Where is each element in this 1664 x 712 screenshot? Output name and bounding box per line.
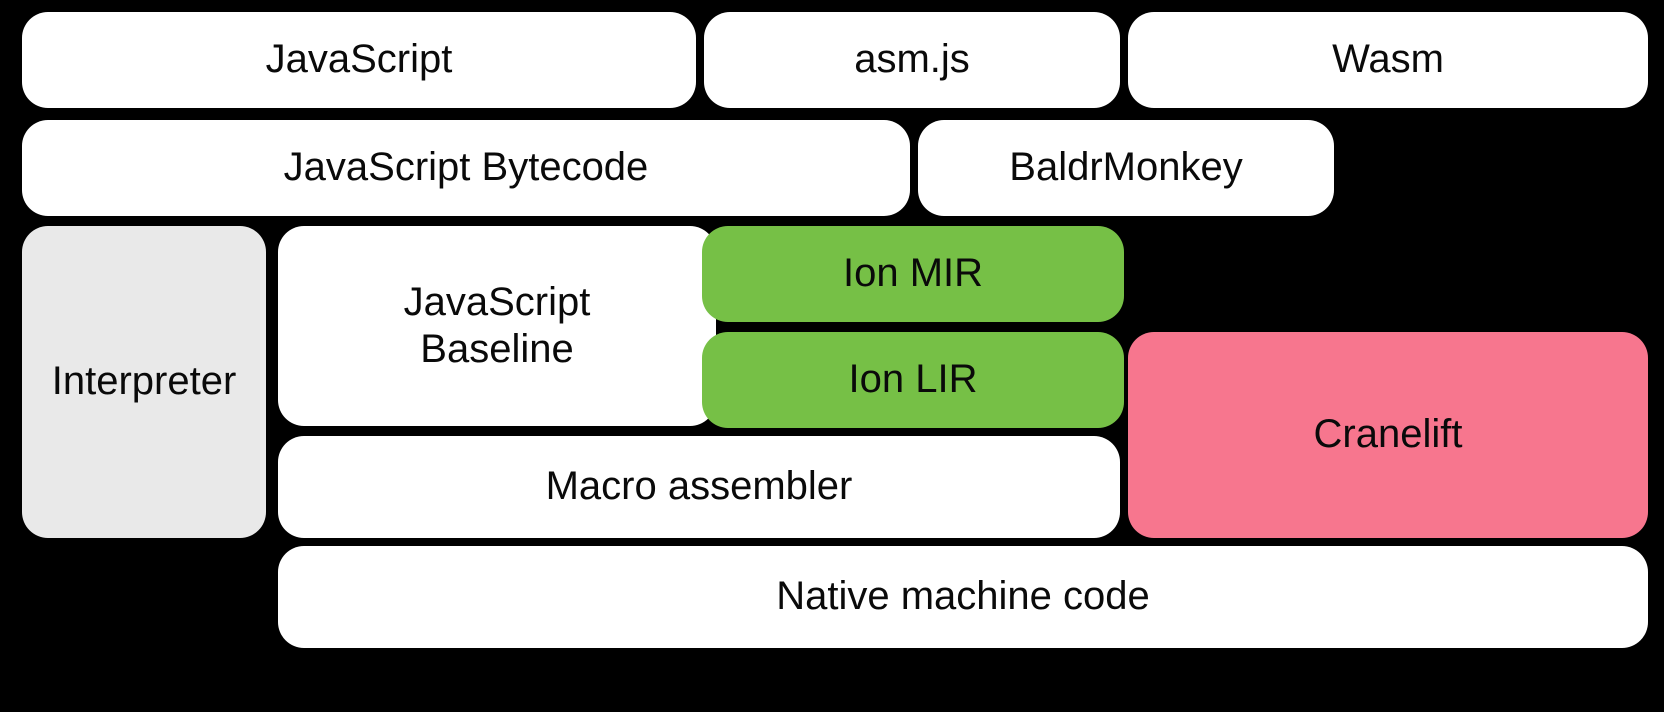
node-native-machine-code[interactable]: Native machine code xyxy=(278,546,1648,648)
node-ion-lir-label: Ion LIR xyxy=(848,357,978,402)
node-asmjs-label: asm.js xyxy=(854,37,970,82)
node-asmjs[interactable]: asm.js xyxy=(704,12,1120,108)
node-wasm-label: Wasm xyxy=(1332,37,1444,82)
node-native-machine-code-label: Native machine code xyxy=(776,574,1150,619)
node-ion-lir[interactable]: Ion LIR xyxy=(702,332,1124,428)
node-interpreter[interactable]: Interpreter xyxy=(22,226,266,538)
node-javascript[interactable]: JavaScript xyxy=(22,12,696,108)
node-wasm[interactable]: Wasm xyxy=(1128,12,1648,108)
node-macro-assembler-label: Macro assembler xyxy=(545,464,853,509)
node-macro-assembler[interactable]: Macro assembler xyxy=(278,436,1120,538)
node-javascript-baseline[interactable]: JavaScript Baseline xyxy=(278,226,716,426)
node-cranelift[interactable]: Cranelift xyxy=(1128,332,1648,538)
node-javascript-bytecode-label: JavaScript Bytecode xyxy=(283,145,649,190)
node-baldrmonkey[interactable]: BaldrMonkey xyxy=(918,120,1334,216)
node-javascript-bytecode[interactable]: JavaScript Bytecode xyxy=(22,120,910,216)
node-interpreter-label: Interpreter xyxy=(51,359,237,404)
node-ion-mir[interactable]: Ion MIR xyxy=(702,226,1124,322)
node-javascript-baseline-label: JavaScript Baseline xyxy=(403,279,591,371)
node-baldrmonkey-label: BaldrMonkey xyxy=(1009,145,1243,190)
node-javascript-label: JavaScript xyxy=(265,37,453,82)
node-ion-mir-label: Ion MIR xyxy=(842,251,984,296)
node-cranelift-label: Cranelift xyxy=(1313,412,1463,457)
